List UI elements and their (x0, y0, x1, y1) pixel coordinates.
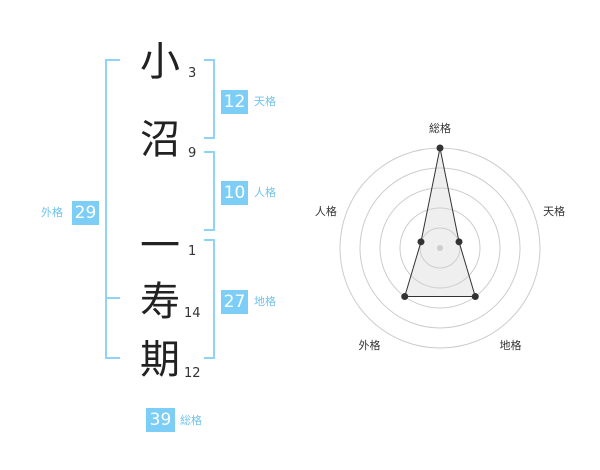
jinkaku-badge: 10 (221, 181, 248, 205)
radar-axis-label-4: 外格 (358, 338, 380, 352)
radar-point-1 (436, 144, 444, 152)
soukaku-badge: 39 (146, 408, 175, 432)
tenkaku-label: 天格 (254, 95, 276, 108)
name-character-5: 期 (140, 337, 180, 383)
radar-axis-label-2: 天格 (543, 204, 565, 218)
radar-axis-label-5: 人格 (315, 204, 337, 218)
radar-point-4 (401, 293, 409, 301)
radar-axis-label-1: 総格 (429, 121, 451, 135)
stroke-count-5: 12 (184, 366, 201, 381)
stroke-count-4: 14 (184, 306, 201, 321)
name-character-4: 寿 (140, 279, 180, 325)
tenkaku-badge: 12 (221, 90, 248, 114)
radar-point-2 (455, 238, 463, 246)
chikaku-bracket (204, 239, 215, 359)
tenkaku-bracket (204, 59, 215, 139)
radar-point-5 (417, 238, 425, 246)
chikaku-label: 地格 (254, 295, 276, 308)
stroke-count-2: 9 (188, 146, 197, 161)
name-character-3: 一 (140, 223, 180, 269)
jinkaku-label: 人格 (254, 186, 276, 199)
radar-area (404, 147, 476, 298)
gaikaku-label: 外格 (41, 206, 63, 219)
radar-point-3 (471, 293, 479, 301)
gaikaku-bracket (105, 59, 120, 359)
soukaku-label: 総格 (180, 414, 202, 427)
stroke-count-3: 1 (188, 244, 197, 259)
radar-ring-1 (419, 227, 461, 269)
chikaku-badge: 27 (221, 290, 248, 314)
radar-ring-3 (379, 187, 501, 309)
stroke-count-1: 3 (188, 66, 197, 81)
radar-axis-label-3: 地格 (500, 338, 522, 352)
radar-ring-4 (359, 167, 521, 329)
gaikaku-badge: 29 (72, 201, 99, 225)
jinkaku-bracket (204, 151, 215, 231)
name-character-2: 沼 (140, 117, 180, 163)
radar-ring-2 (399, 207, 481, 289)
name-character-1: 小 (140, 39, 180, 85)
radar-center (437, 245, 443, 251)
